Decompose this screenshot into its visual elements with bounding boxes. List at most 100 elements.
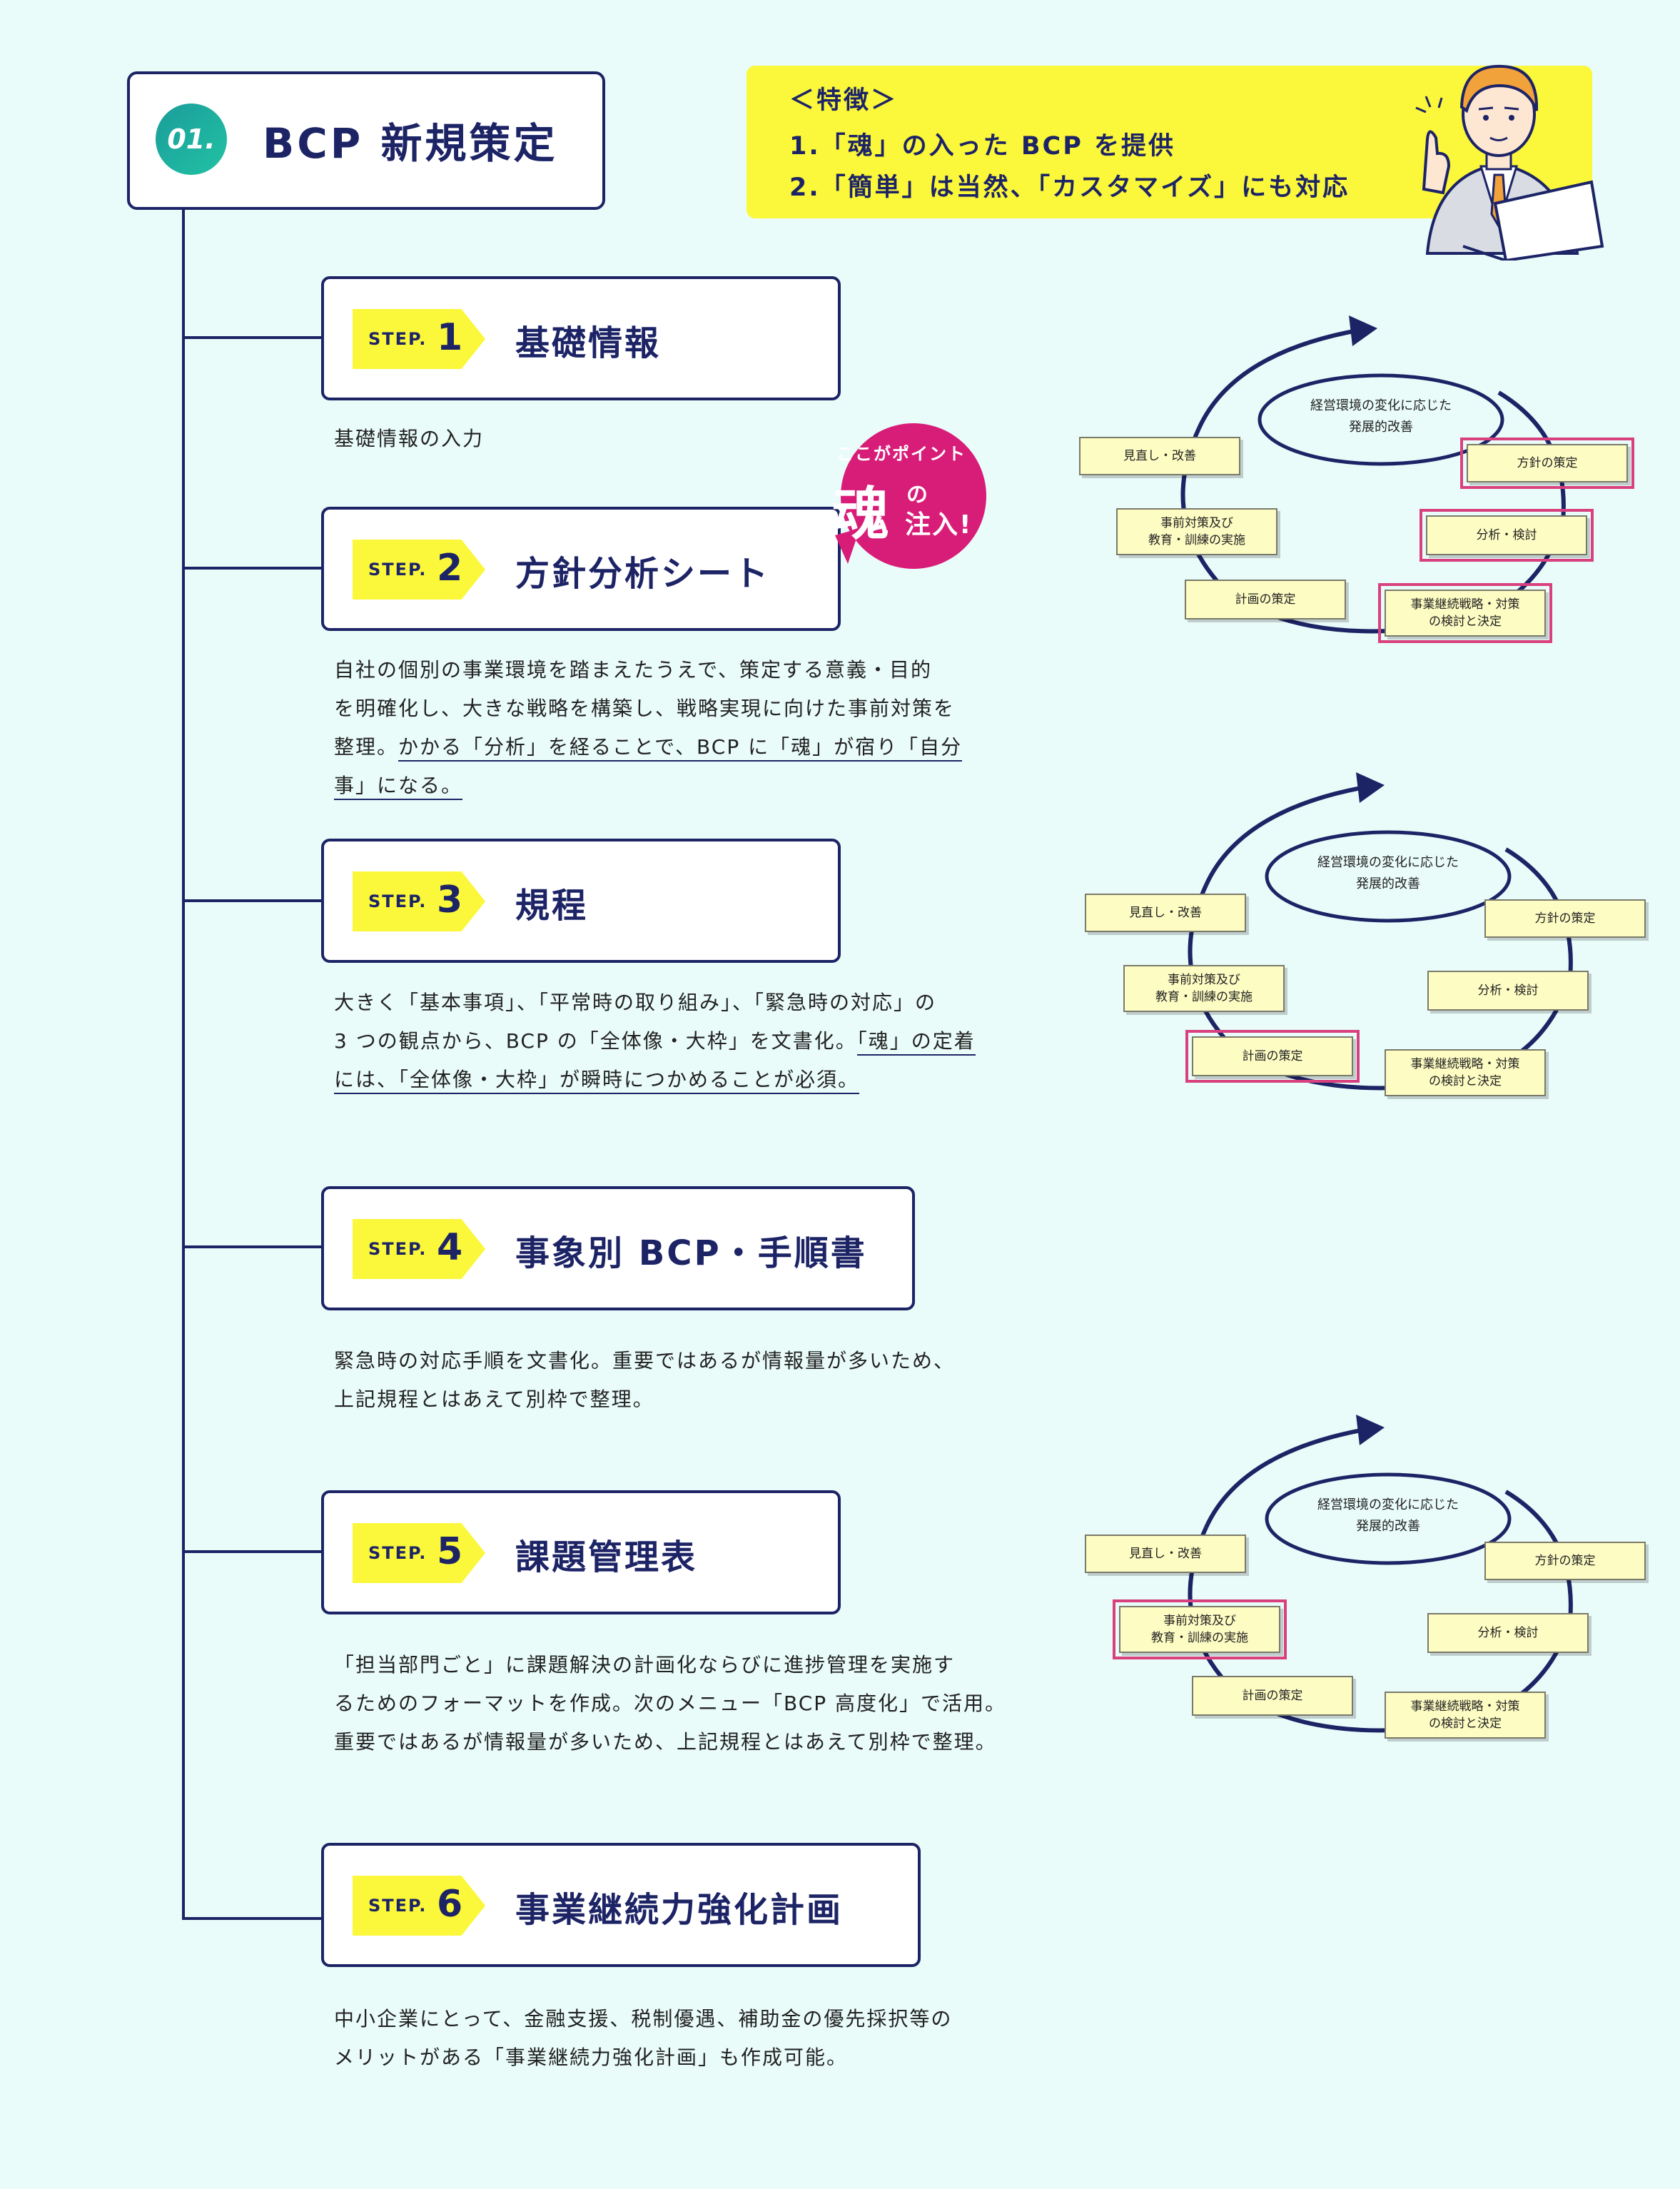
cycle-step-strategy: 事業継続戦略・対策の検討と決定 (1378, 583, 1552, 643)
desc-line: メリットがある「事業継続力強化計画」も作成可能。 (334, 2046, 849, 2069)
step-5-box: STEP. 5 課題管理表 (321, 1490, 841, 1614)
step-label: STEP. (368, 891, 427, 911)
desc-highlight: には、「全体像・大枠」が瞬時につかめることが必須。 (334, 1068, 860, 1094)
cycle-step-policy: 方針の策定 (1484, 899, 1646, 938)
step-4-description: 緊急時の対応手順を文書化。重要ではあるが情報量が多いため、 上記規程とはあえて別… (334, 1342, 955, 1419)
cycle-step-prevent: 事前対策及び教育・訓練の実施 (1123, 965, 1285, 1012)
cycle-step-strategy: 事業継続戦略・対策の検討と決定 (1385, 1692, 1546, 1739)
step-tag: STEP. 2 (353, 540, 485, 600)
cycle-step-review: 見直し・改善 (1085, 1535, 1246, 1573)
step-6-description: 中小企業にとって、金融支援、税制優遇、補助金の優先採択等の メリットがある「事業… (334, 2000, 952, 2077)
step-tag: STEP. 4 (353, 1219, 485, 1279)
cycle-center-label: 経営環境の変化に応じた 発展的改善 (1317, 855, 1459, 891)
timeline-branch (182, 336, 322, 339)
step-tag: STEP. 1 (353, 309, 485, 369)
cycle-diagram-1: 経営環境の変化に応じた 発展的改善 見直し・改善 事前対策及び教育・訓練の実施 … (1071, 307, 1656, 657)
step-number: 3 (437, 879, 463, 921)
cycle-step-review: 見直し・改善 (1085, 894, 1246, 932)
desc-line: 整理。かかる「分析」を経ることで、BCP に「魂」が宿り「自分 (334, 728, 963, 767)
features-box: ＜特徴＞ 1.「魂」の入った BCP を提供 2.「簡単」は当然、「カスタマイズ… (747, 66, 1592, 218)
step-title: 課題管理表 (515, 1537, 698, 1577)
step-title: 事業継続力強化計画 (515, 1890, 844, 1930)
step-number: 5 (437, 1530, 463, 1573)
cycle-center-label: 経営環境の変化に応じた 発展的改善 (1310, 398, 1452, 435)
step-2-description: 自社の個別の事業環境を踏まえたうえで、策定する意義・目的 を明確化し、大きな戦略… (334, 651, 963, 805)
cycle-step-prevent: 事前対策及び教育・訓練の実施 (1116, 508, 1277, 555)
cycle-step-strategy: 事業継続戦略・対策の検討と決定 (1385, 1049, 1546, 1096)
timeline-branch (182, 899, 322, 902)
desc-line: 基礎情報の入力 (334, 427, 485, 450)
desc-line: 緊急時の対応手順を文書化。重要ではあるが情報量が多いため、 (334, 1349, 956, 1372)
desc-line: 上記規程とはあえて別枠で整理。 (334, 1387, 654, 1411)
cycle-step-plan: 計画の策定 (1185, 1030, 1360, 1083)
step-number: 4 (437, 1226, 463, 1269)
desc-line: 重要ではあるが情報量が多いため、上記規程とはあえて別枠で整理。 (334, 1730, 997, 1754)
step-5-description: 「担当部門ごと」に課題解決の計画化ならびに進捗管理を実施す るためのフォーマット… (334, 1646, 1006, 1761)
page-title: BCP 新規策定 (263, 119, 558, 168)
step-1-description: 基礎情報の入力 (334, 420, 484, 458)
badge-soul: 魂 (832, 481, 889, 547)
step-number: 6 (437, 1883, 463, 1926)
cycle-diagram-2: 経営環境の変化に応じた 発展的改善 見直し・改善 事前対策及び教育・訓練の実施 … (1078, 764, 1649, 1113)
step-title: 基礎情報 (515, 323, 662, 363)
desc-line: を明確化し、大きな戦略を構築し、戦略実現に向けた事前対策を (334, 697, 956, 720)
cycle-step-plan: 計画の策定 (1185, 580, 1346, 620)
cycle-step-analysis: 分析・検討 (1420, 509, 1594, 562)
section-number: 01. (156, 103, 227, 175)
step-1-box: STEP. 1 基礎情報 (321, 276, 841, 400)
features-heading: ＜特徴＞ (789, 86, 899, 115)
desc-line: るためのフォーマットを作成。次のメニュー「BCP 高度化」で活用。 (334, 1692, 1007, 1715)
badge-heading: ここがポイント (836, 444, 966, 464)
desc-highlight: 事」になる。 (334, 774, 463, 800)
desc-line: 「担当部門ごと」に課題解決の計画化ならびに進捗管理を実施す (334, 1653, 956, 1677)
cycle-step-policy: 方針の策定 (1484, 1542, 1646, 1580)
step-tag: STEP. 3 (353, 871, 485, 931)
cycle-step-plan: 計画の策定 (1192, 1676, 1353, 1716)
badge-particle: の (906, 482, 928, 507)
step-3-box: STEP. 3 規程 (321, 839, 841, 963)
timeline-line (182, 210, 185, 1918)
step-tag: STEP. 6 (353, 1876, 485, 1936)
step-label: STEP. (368, 1239, 427, 1259)
cycle-arrow (1188, 1415, 1573, 1733)
step-label: STEP. (368, 1543, 427, 1563)
cycle-step-analysis: 分析・検討 (1427, 1613, 1589, 1653)
step-number: 2 (437, 547, 463, 590)
step-label: STEP. (368, 1896, 427, 1916)
step-title: 規程 (515, 886, 589, 926)
step-number: 1 (437, 316, 463, 359)
desc-line: には、「全体像・大枠」が瞬時につかめることが必須。 (334, 1061, 976, 1099)
timeline-branch (182, 1917, 322, 1920)
step-4-box: STEP. 4 事象別 BCP・手順書 (321, 1186, 915, 1310)
cycle-step-prevent: 事前対策及び教育・訓練の実施 (1113, 1599, 1287, 1659)
desc-line: 自社の個別の事業環境を踏まえたうえで、策定する意義・目的 (334, 658, 933, 682)
desc-highlight: 「魂」の定着 (856, 1029, 976, 1056)
step-title: 方針分析シート (515, 554, 771, 594)
timeline-branch (182, 1245, 322, 1248)
cycle-step-review: 見直し・改善 (1079, 437, 1240, 475)
cycle-center-label: 経営環境の変化に応じた 発展的改善 (1317, 1497, 1459, 1534)
cycle-step-analysis: 分析・検討 (1427, 971, 1589, 1011)
feature-item: 1.「魂」の入った BCP を提供 (789, 132, 1176, 161)
step-tag: STEP. 5 (353, 1523, 485, 1583)
badge-inject: 注入! (905, 510, 973, 540)
feature-item: 2.「簡単」は当然、「カスタマイズ」にも対応 (789, 173, 1350, 202)
cycle-arrow (1188, 772, 1573, 1091)
cycle-diagram-3: 経営環境の変化に応じた 発展的改善 見直し・改善 事前対策及び教育・訓練の実施 … (1078, 1406, 1649, 1756)
point-badge (835, 423, 986, 569)
timeline-branch (182, 567, 322, 570)
desc-line: 3 つの観点から、BCP の「全体像・大枠」を文書化。「魂」の定着 (334, 1022, 976, 1061)
step-2-box: STEP. 2 方針分析シート (321, 507, 841, 631)
timeline-branch (182, 1550, 322, 1553)
businessman-illustration (1415, 64, 1604, 261)
desc-line: 大きく「基本事項」、「平常時の取り組み」、「緊急時の対応」の (334, 991, 937, 1014)
step-label: STEP. (368, 329, 427, 349)
step-label: STEP. (368, 560, 427, 580)
desc-line: 中小企業にとって、金融支援、税制優遇、補助金の優先採択等の (334, 2007, 953, 2031)
cycle-step-policy: 方針の策定 (1460, 438, 1634, 489)
desc-line: 事」になる。 (334, 767, 962, 805)
step-3-description: 大きく「基本事項」、「平常時の取り組み」、「緊急時の対応」の 3 つの観点から、… (334, 984, 976, 1099)
step-6-box: STEP. 6 事業継続力強化計画 (321, 1843, 921, 1967)
desc-highlight: かかる「分析」を経ることで、BCP に「魂」が宿り「自分 (398, 735, 963, 762)
step-title: 事象別 BCP・手順書 (515, 1233, 867, 1273)
